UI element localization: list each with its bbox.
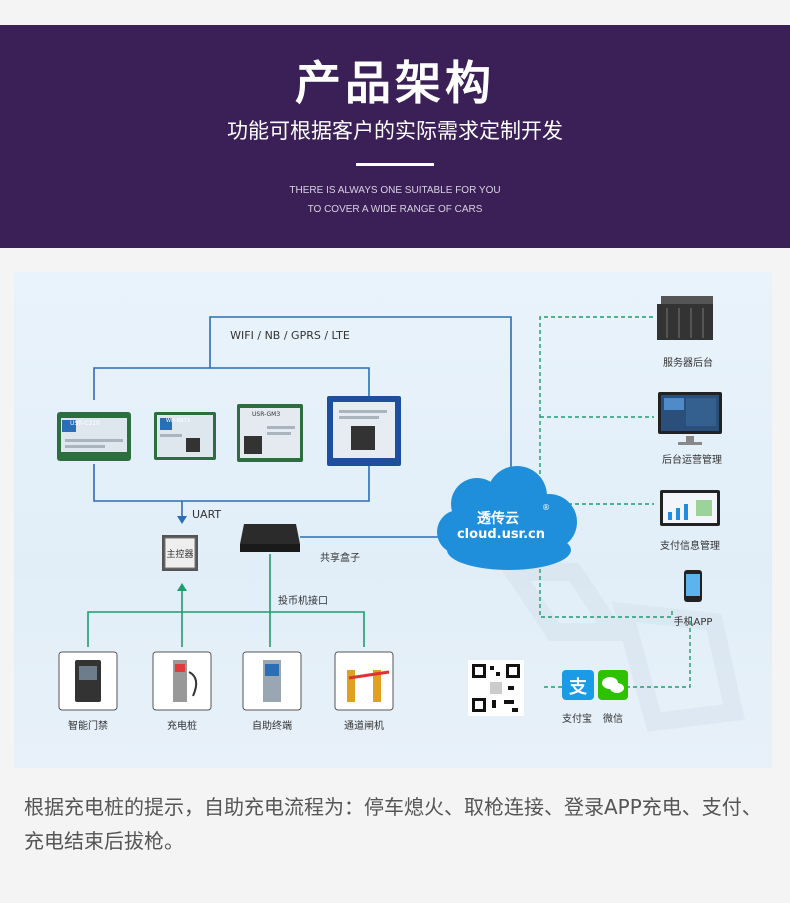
module-card-3 — [237, 404, 303, 462]
device-icon-gate — [334, 651, 394, 711]
alipay-icon — [562, 670, 594, 700]
dash-app — [539, 562, 673, 618]
device-bus — [87, 611, 365, 647]
uart-arrow — [177, 516, 187, 524]
backend-label-payinfo: 支付信息管理 — [660, 541, 720, 552]
network-bus-left — [93, 349, 211, 400]
coin-port-label: 投币机接口 — [278, 596, 328, 607]
phone-icon — [684, 570, 702, 602]
title-divider — [356, 163, 434, 166]
qr-code-icon — [468, 660, 524, 716]
device-label-gate: 通道闸机 — [344, 721, 384, 732]
monitor-payinfo-icon — [660, 490, 720, 526]
page-subtitle: 功能可根据客户的实际需求定制开发 — [227, 119, 563, 143]
cloud-shape — [437, 466, 577, 570]
payment-label-wechat: 微信 — [603, 714, 623, 725]
module-label-2: WH-NB73 — [166, 418, 191, 424]
device-label-terminal: 自助终端 — [252, 721, 292, 732]
network-lines — [93, 316, 512, 538]
backend-label-app: 手机APP — [673, 617, 713, 628]
cloud-registered-mark: ® — [542, 503, 550, 512]
alipay-glyph: 支 — [569, 677, 587, 698]
uart-label: UART — [192, 508, 222, 521]
backend-label-ops: 后台运营管理 — [662, 455, 722, 466]
sharebox-device — [240, 524, 300, 552]
network-uplink — [209, 316, 512, 494]
diagram-canvas — [57, 296, 745, 732]
process-description: 根据充电桩的提示，自助充电流程为：停车熄火、取枪连接、登录APP充电、支付、充电… — [24, 795, 762, 853]
header-banner: 产品架构 功能可根据客户的实际需求定制开发 THERE IS ALWAYS ON… — [0, 25, 790, 248]
controller-chip — [162, 535, 198, 571]
payment-label-alipay: 支付宝 — [562, 714, 592, 725]
dash-server — [539, 316, 654, 502]
uart-bus — [93, 464, 370, 502]
network-label: WIFI / NB / GPRS / LTE — [230, 329, 350, 342]
architecture-diagram: WIFI / NB / GPRS / LTE USR-C210 WH-NB73 … — [14, 272, 772, 768]
module-label-3: USR-GM3 — [252, 411, 281, 418]
module-card-1 — [57, 412, 131, 461]
module-card-4 — [327, 396, 401, 466]
device-icon-access — [58, 651, 118, 711]
server-rack-icon — [657, 296, 713, 340]
cloud-name: 透传云 — [477, 511, 519, 527]
cloud-url: cloud.usr.cn — [456, 527, 546, 542]
page-title: 产品架构 — [295, 56, 495, 110]
device-icon-terminal — [242, 651, 302, 711]
controller-label: 主控器 — [166, 550, 194, 560]
device-lines — [87, 554, 365, 647]
device-icon-charger — [152, 651, 212, 711]
device-arrow — [177, 583, 187, 591]
device-label-charger: 充电桩 — [167, 721, 197, 732]
backend-label-server: 服务器后台 — [663, 358, 713, 369]
module-card-2 — [154, 412, 216, 460]
module-label-1: USR-C210 — [70, 420, 100, 427]
network-bus-right — [210, 367, 370, 400]
english-tagline-2: TO COVER A WIDE RANGE OF CARS — [307, 204, 483, 215]
english-tagline-1: THERE IS ALWAYS ONE SUITABLE FOR YOU — [289, 185, 501, 196]
sharebox-label: 共享盒子 — [320, 553, 360, 564]
dash-pay-app — [626, 617, 691, 688]
top-strip — [0, 0, 790, 25]
wechat-icon — [598, 670, 628, 700]
device-label-access: 智能门禁 — [68, 721, 108, 732]
monitor-ops-icon — [658, 392, 722, 445]
